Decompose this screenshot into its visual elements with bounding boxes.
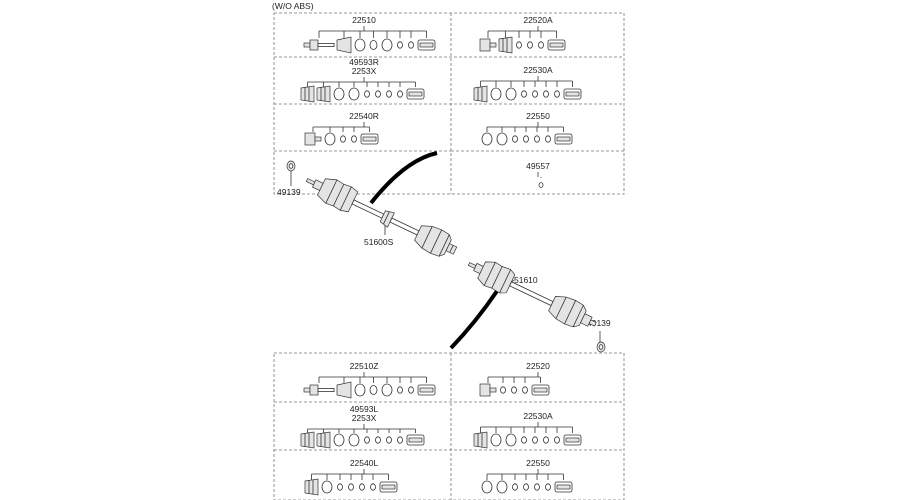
drive-shaft-right [467, 261, 597, 328]
kit-2253x-label: 2253X [352, 66, 377, 76]
kit-part-icons [300, 424, 425, 449]
kit-49593r-label: 49593R [349, 57, 379, 67]
kit-49593l-label: 49593L [350, 404, 379, 414]
kit-part-icons [303, 372, 436, 399]
nut-right-callout: 49139 [587, 318, 611, 328]
upper-kit-grid [273, 12, 625, 195]
kit-49557-label: 49557 [526, 161, 550, 171]
kit-22550-label: 22550 [526, 111, 550, 121]
kit-part-icons [473, 422, 582, 449]
kit-part-icons [479, 26, 566, 54]
upper-grid-frame [273, 12, 625, 195]
nut-left-callout: 49139 [277, 187, 301, 197]
nut-right [596, 341, 606, 353]
kit-22520a-label: 22520A [523, 15, 553, 25]
kit-part-icons [304, 122, 379, 146]
kit-22510z-label: 22510Z [350, 361, 379, 371]
kit-part-icons [303, 26, 436, 54]
kit-part-icons [473, 76, 582, 103]
drive-shaft-left [305, 178, 458, 257]
upper-arc [369, 151, 438, 205]
kit-22540r-label: 22540R [349, 111, 379, 121]
kit-22550-lower-label: 22550 [526, 458, 550, 468]
kit-part-icons [481, 469, 573, 494]
kit-22510-label: 22510 [352, 15, 376, 25]
lower-arc [449, 289, 499, 350]
kit-part-icons [479, 372, 550, 397]
kit-22530a-label: 22530A [523, 65, 553, 75]
kit-labels: 22510 22520A 49593R 2253X 22530A 22540R … [349, 15, 553, 468]
kit-22520-label: 22520 [526, 361, 550, 371]
lower-kit-grid [273, 352, 625, 500]
shaft-left-callout: 51600S [364, 237, 394, 247]
kit-part-icons [481, 122, 573, 146]
kit-part-icons [300, 77, 425, 103]
kit-part-icons [537, 172, 544, 188]
kit-22530a-lower-label: 22530A [523, 411, 553, 421]
kit-2253x-lower-label: 2253X [352, 413, 377, 423]
diagram-title: (W/O ABS) [272, 1, 314, 11]
lower-grid-frame [273, 352, 625, 500]
kit-22540l-label: 22540L [350, 458, 379, 468]
nut-left [286, 160, 296, 172]
kit-part-icons [304, 469, 398, 496]
shaft-right-callout: 51610 [514, 275, 538, 285]
